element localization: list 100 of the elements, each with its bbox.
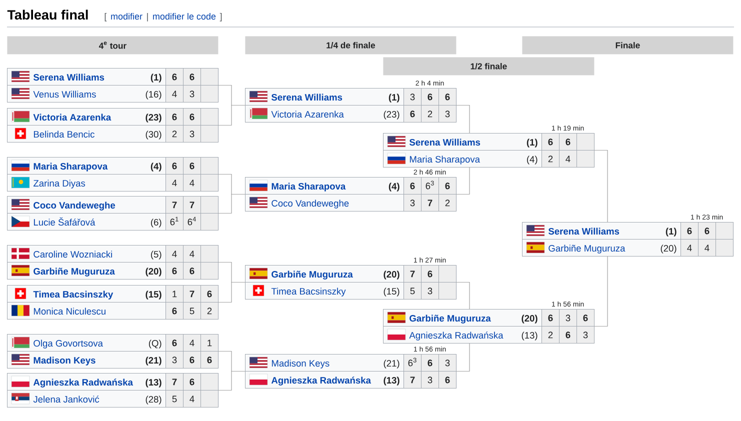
score-cell: 6 <box>404 105 422 122</box>
player-name: Victoria Azarenka <box>271 110 344 118</box>
bracket-line <box>218 194 246 214</box>
player-name: Zarina Diyas <box>34 180 86 188</box>
score-cell: 6$^{1}$ <box>166 213 184 230</box>
score-cell: 5 <box>183 302 201 320</box>
score-cell: 6 <box>404 177 422 194</box>
player-name: Madison Keys <box>272 360 330 368</box>
heading: Tableau final <box>7 10 88 20</box>
player-name: Jelena Janković <box>33 396 100 403</box>
score-cell: 4 <box>183 390 201 408</box>
score-cell: 3 <box>183 85 201 102</box>
score-cell: 4 <box>183 245 201 262</box>
score-cell: 6 <box>680 222 698 240</box>
bracket-line <box>456 104 470 134</box>
score-cell: 6$^{4}$ <box>183 213 201 230</box>
score-cell: 6 <box>559 326 577 344</box>
score-cell: 6 <box>183 373 201 390</box>
score-cell: 6 <box>166 108 184 126</box>
seed-number: (13) <box>522 332 538 340</box>
player-name: Madison Keys <box>34 356 96 366</box>
score-cell: 7 <box>183 196 201 214</box>
player-name: Caroline Wozniacki <box>34 250 112 258</box>
score-cell: 4 <box>698 239 716 256</box>
text-link: modifier <box>111 12 142 20</box>
score-cell: 6 <box>559 133 577 150</box>
score-cell: 7 <box>404 265 422 282</box>
seed-number: (Q) <box>148 340 162 348</box>
bracket-line <box>218 282 246 303</box>
player-name: Agnieszka Radwańska <box>33 378 134 388</box>
score-cell: 3 <box>438 354 456 372</box>
score-cell: 3 <box>404 88 422 106</box>
score-cell: 6 <box>542 309 560 326</box>
seed-number: (1) <box>388 94 400 102</box>
score-cell: 6 <box>183 351 201 368</box>
seed-number: (4) <box>388 182 400 192</box>
score-cell: 7 <box>183 285 201 302</box>
player-name: Maria Sharapova <box>272 182 346 192</box>
seed-number: (20) <box>384 270 400 280</box>
score-cell: 4 <box>183 334 201 352</box>
player-name: Serena Williams <box>409 138 480 146</box>
score-cell: 6 <box>200 285 218 302</box>
seed-number: (21) <box>384 360 400 368</box>
seed-number: (16) <box>146 90 162 100</box>
score-cell: 6 <box>542 133 560 150</box>
score-cell: 6 <box>183 68 201 86</box>
score-cell: 6$^{3}$ <box>421 177 439 194</box>
score-cell: 6 <box>166 157 184 174</box>
player-name: Venus Williams <box>33 90 96 98</box>
score-cell: 1 <box>200 334 218 352</box>
player-name: Olga Govortsova <box>34 340 103 348</box>
score-cell: 7 <box>166 373 184 390</box>
column-header: 1/2 finale <box>383 57 594 76</box>
score-cell: 6 <box>576 309 594 326</box>
score-cell: 4 <box>166 174 184 192</box>
player-name: Serena Williams <box>271 94 342 101</box>
player-name: Serena Williams <box>548 228 620 235</box>
player-name: Lucie Šafářová <box>34 217 96 226</box>
bracket-line <box>218 370 246 391</box>
separator-sign: | <box>147 12 148 22</box>
seed-number: (23) <box>384 110 400 120</box>
score-cell: 7 <box>166 196 184 214</box>
player-name: Garbiñe Muguruza <box>272 270 353 280</box>
score-cell: 6 <box>421 354 439 372</box>
column-header: Finale <box>522 36 734 54</box>
seed-number: (6) <box>151 218 162 228</box>
player-name: Serena Williams <box>33 74 104 81</box>
score-cell: 6 <box>183 262 201 280</box>
score-cell: 6 <box>421 265 439 282</box>
score-cell: 6 <box>166 334 184 352</box>
seed-number: (1) <box>526 138 538 148</box>
score-cell: 6 <box>438 88 456 106</box>
seed-number: (21) <box>146 356 162 366</box>
bracket-line <box>456 343 470 372</box>
seed-number: (15) <box>146 290 162 300</box>
bracket-line <box>456 167 470 195</box>
seed-number: (28) <box>146 396 162 404</box>
score-cell: 2 <box>166 125 184 142</box>
bracket-sign: ] <box>220 12 222 22</box>
score-cell: 6 <box>421 88 439 106</box>
bracket-sign: [ <box>104 12 107 22</box>
seed-number: (1) <box>666 228 676 236</box>
seed-number: (5) <box>151 250 162 260</box>
score-cell: 3 <box>421 371 439 388</box>
score-cell: 3 <box>404 194 422 212</box>
score-cell: 2 <box>542 150 560 168</box>
player-name: Belinda Bencic <box>34 130 94 138</box>
bracket-line <box>594 256 608 327</box>
player-name: Garbiñe Muguruza <box>548 244 626 254</box>
score-cell: 3 <box>166 351 184 368</box>
seed-number: (20) <box>146 268 162 276</box>
seed-number: (13) <box>384 376 400 386</box>
score-cell: 4 <box>680 239 698 256</box>
score-cell: 3 <box>183 125 201 142</box>
score-cell: 6 <box>183 157 201 174</box>
text-link: modifier le code <box>153 12 216 20</box>
score-cell: 6 <box>200 351 218 368</box>
score-cell: 6 <box>438 371 456 388</box>
column-header: 4$^{e}$ tour <box>7 36 218 54</box>
seed-number: (13) <box>146 378 162 388</box>
